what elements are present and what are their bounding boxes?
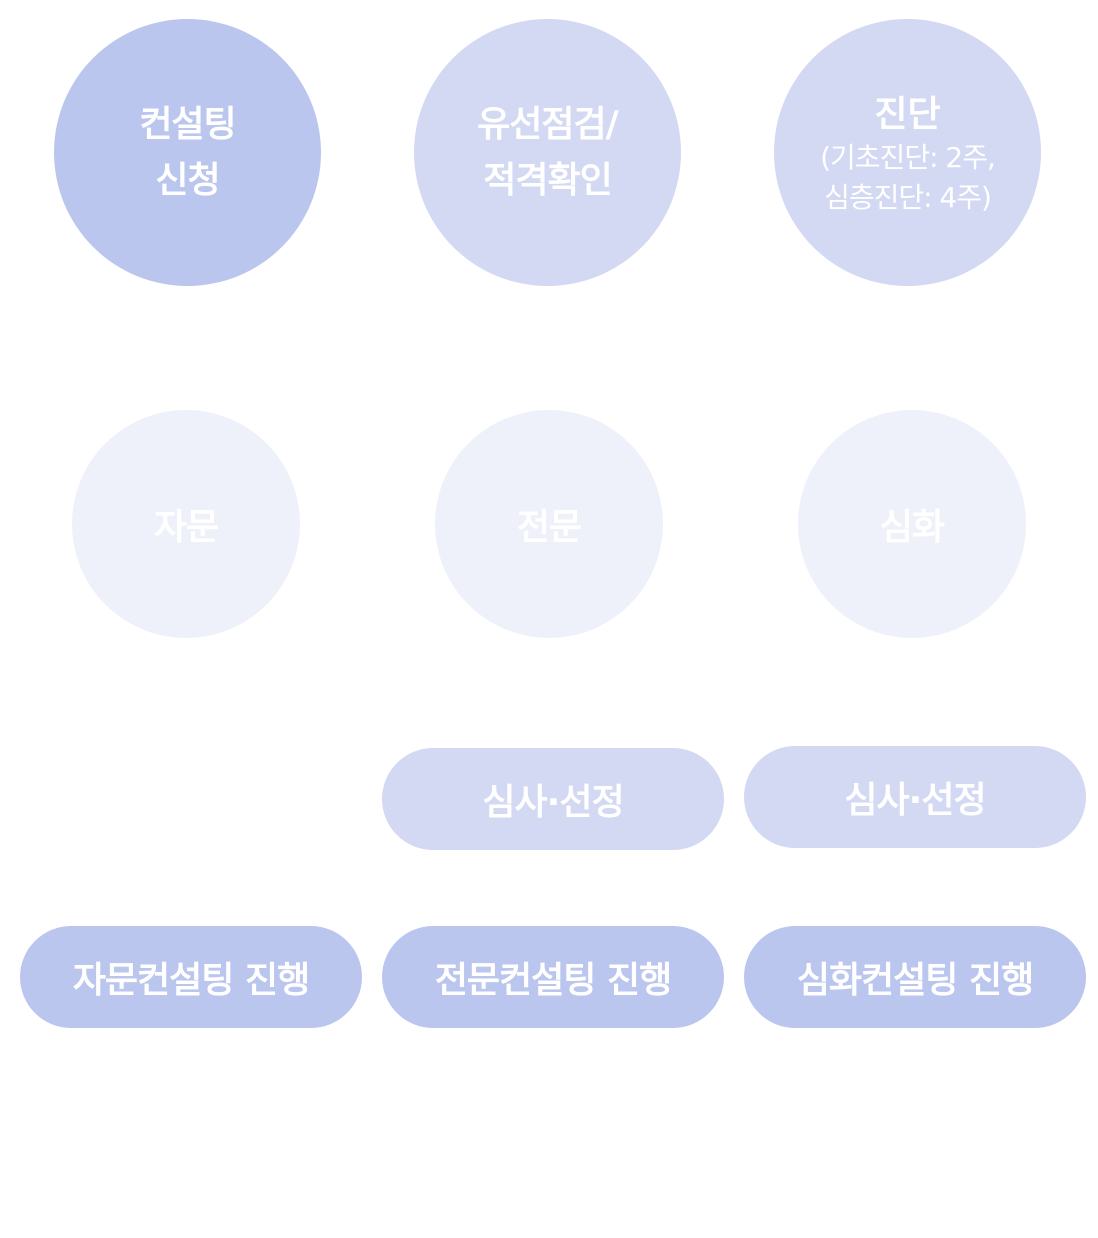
pill-label: 자문컨설팅 진행 xyxy=(72,960,310,1001)
step-diagnosis: 진단 (기초진단: 2주, 심층진단: 4주) xyxy=(774,19,1041,286)
step-consulting-application: 컨설팅 신청 xyxy=(54,19,321,286)
pill-label: 심화컨설팅 진행 xyxy=(796,960,1034,1001)
track-label: 전문 xyxy=(516,507,582,548)
pill-label: 심사·선정 xyxy=(844,780,986,821)
step-label-line1: 컨설팅 xyxy=(139,103,236,145)
step-detail-line1: (기초진단: 2주, xyxy=(820,140,996,174)
review-selection-professional: 심사·선정 xyxy=(382,748,724,850)
advisory-consulting-progress: 자문컨설팅 진행 xyxy=(20,926,362,1028)
advanced-consulting-progress: 심화컨설팅 진행 xyxy=(744,926,1086,1028)
step-label-line2: 신청 xyxy=(155,159,220,201)
step-label-line2: 적격확인 xyxy=(483,159,612,201)
professional-consulting-progress: 전문컨설팅 진행 xyxy=(382,926,724,1028)
step-label-line1: 유선점검/ xyxy=(477,103,619,145)
pill-label: 전문컨설팅 진행 xyxy=(434,960,672,1001)
step-detail-line2: 심층진단: 4주) xyxy=(824,180,992,214)
track-label: 자문 xyxy=(153,507,219,548)
review-selection-advanced: 심사·선정 xyxy=(744,746,1086,848)
step-title: 진단 xyxy=(874,93,941,135)
track-professional: 전문 xyxy=(435,410,663,638)
track-advisory: 자문 xyxy=(72,410,300,638)
step-phone-check-eligibility: 유선점검/ 적격확인 xyxy=(414,19,681,286)
pill-label: 심사·선정 xyxy=(482,782,624,823)
track-label: 심화 xyxy=(879,507,945,548)
track-advanced: 심화 xyxy=(798,410,1026,638)
